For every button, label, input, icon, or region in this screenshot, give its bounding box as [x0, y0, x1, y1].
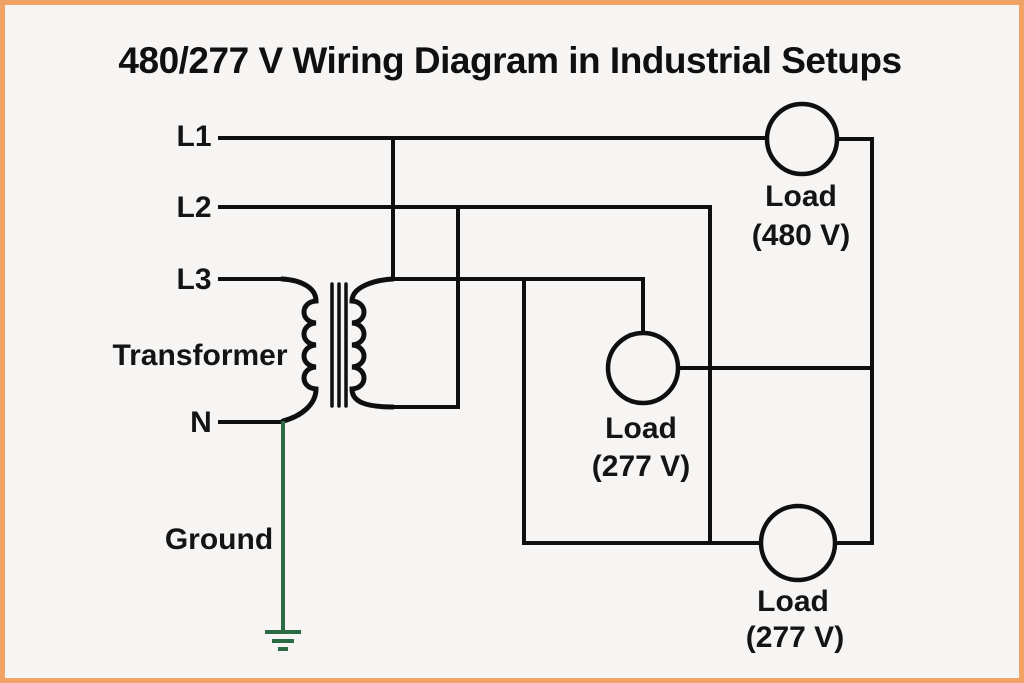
ground-label: Ground: [164, 523, 274, 556]
transformer-label: Transformer: [112, 339, 288, 372]
transformer-secondary-winding: [349, 276, 396, 410]
terminal-label-neutral: N: [190, 406, 212, 439]
wire-load480-right-lead: [836, 137, 874, 545]
wire-l1-branch-to-mid-load: [391, 138, 645, 333]
load-277v-mid-symbol: [605, 330, 681, 406]
transformer-primary-winding: [279, 276, 319, 424]
load-480v-label: Load: [765, 180, 837, 213]
load-277v-bottom-label: Load: [757, 585, 829, 618]
terminal-label-l1: L1: [176, 120, 212, 153]
wires: [218, 136, 874, 545]
load-277v-bottom-voltage: (277 V): [745, 621, 845, 654]
load-symbols: [605, 101, 840, 583]
terminal-label-l3: L3: [176, 263, 212, 296]
ground-symbol: [265, 421, 301, 651]
diagram-title: 480/277 V Wiring Diagram in Industrial S…: [118, 40, 902, 81]
wire-l2-branch-to-secondary: [393, 207, 460, 409]
load-480v-voltage: (480 V): [751, 219, 851, 252]
transformer-core: [330, 282, 348, 408]
wire-l2: [218, 205, 712, 543]
load-277v-mid-label: Load: [605, 412, 677, 445]
load-480v-symbol: [764, 101, 840, 177]
load-277v-bottom-symbol: [758, 503, 838, 583]
wire-branch-to-bottom-load: [522, 279, 761, 545]
terminal-label-l2: L2: [176, 191, 212, 224]
transformer-symbol: [279, 276, 396, 424]
load-277v-mid-voltage: (277 V): [591, 450, 691, 483]
